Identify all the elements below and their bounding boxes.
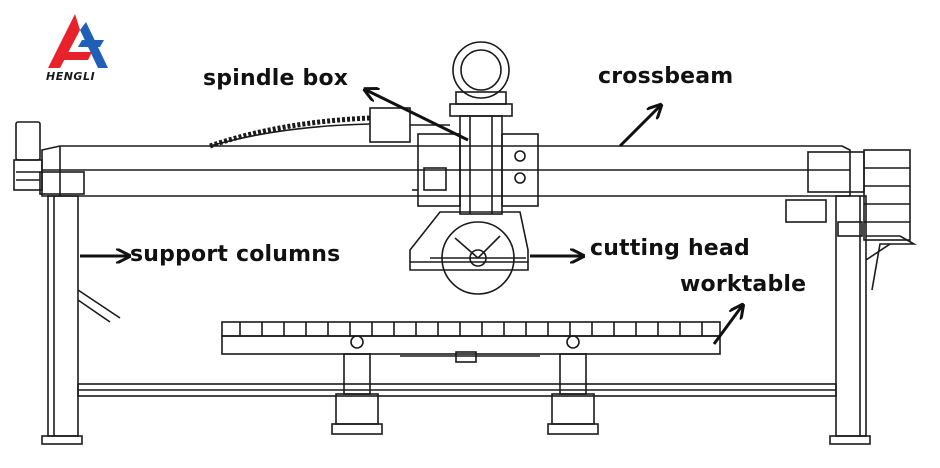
label-crossbeam: crossbeam <box>598 64 734 89</box>
hengli-logo-icon <box>48 14 108 68</box>
machine-drawing <box>13 41 918 445</box>
label-cutting-head: cutting head <box>590 236 750 261</box>
label-spindle-box: spindle box <box>203 66 349 91</box>
label-support-columns: support columns <box>130 242 341 267</box>
worktable-arrow <box>712 306 742 345</box>
worktable-slats <box>221 321 721 355</box>
brand-name: HENGLI <box>46 70 96 83</box>
annotation-arrows <box>80 90 742 345</box>
crossbeam-arrow <box>618 106 660 148</box>
spindle-box-arrow <box>366 90 469 142</box>
label-worktable: worktable <box>680 272 807 297</box>
